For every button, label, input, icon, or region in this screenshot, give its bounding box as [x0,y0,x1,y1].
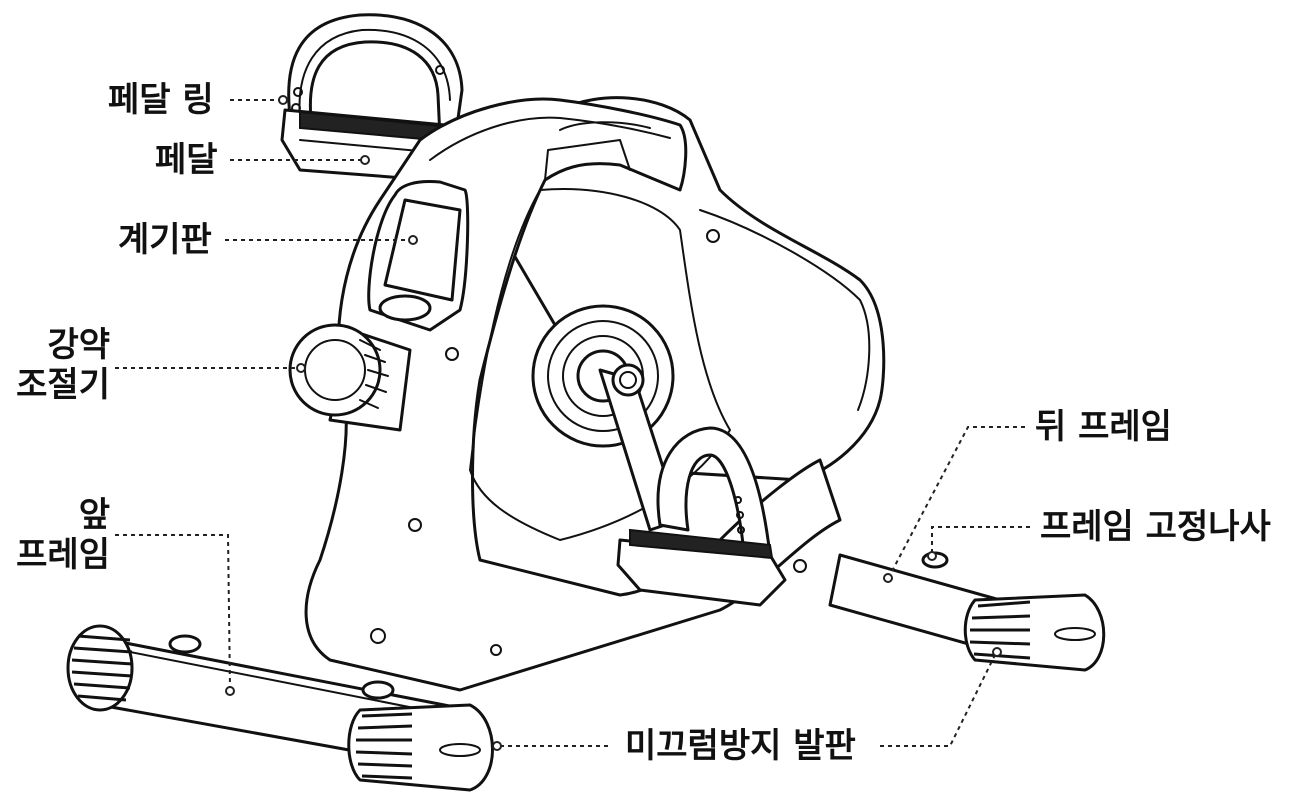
label-frame-screw: 프레임 고정나사 [1040,507,1271,547]
label-resistance-line2: 조절기 [16,365,110,405]
front-base-bar [66,624,494,792]
label-resistance-knob: 강약 조절기 [10,325,110,405]
leader-lines [115,95,1030,751]
rear-body [468,96,886,482]
label-rear-frame: 뒤 프레임 [1035,407,1172,447]
label-front-frame-line1: 앞 [78,495,110,535]
label-resistance-line1: 강약 [47,325,110,365]
label-front-frame: 앞 프레임 [10,495,110,575]
label-anti-slip-foot: 미끄럼방지 발판 [625,726,856,766]
label-front-frame-line2: 프레임 [16,535,110,575]
console [367,180,470,332]
label-pedal-ring: 페달 링 [108,80,214,120]
label-gauge: 계기판 [118,220,212,260]
front-pedal [616,528,787,607]
label-pedal: 페달 [155,140,218,180]
rear-base-bar [828,551,1106,672]
